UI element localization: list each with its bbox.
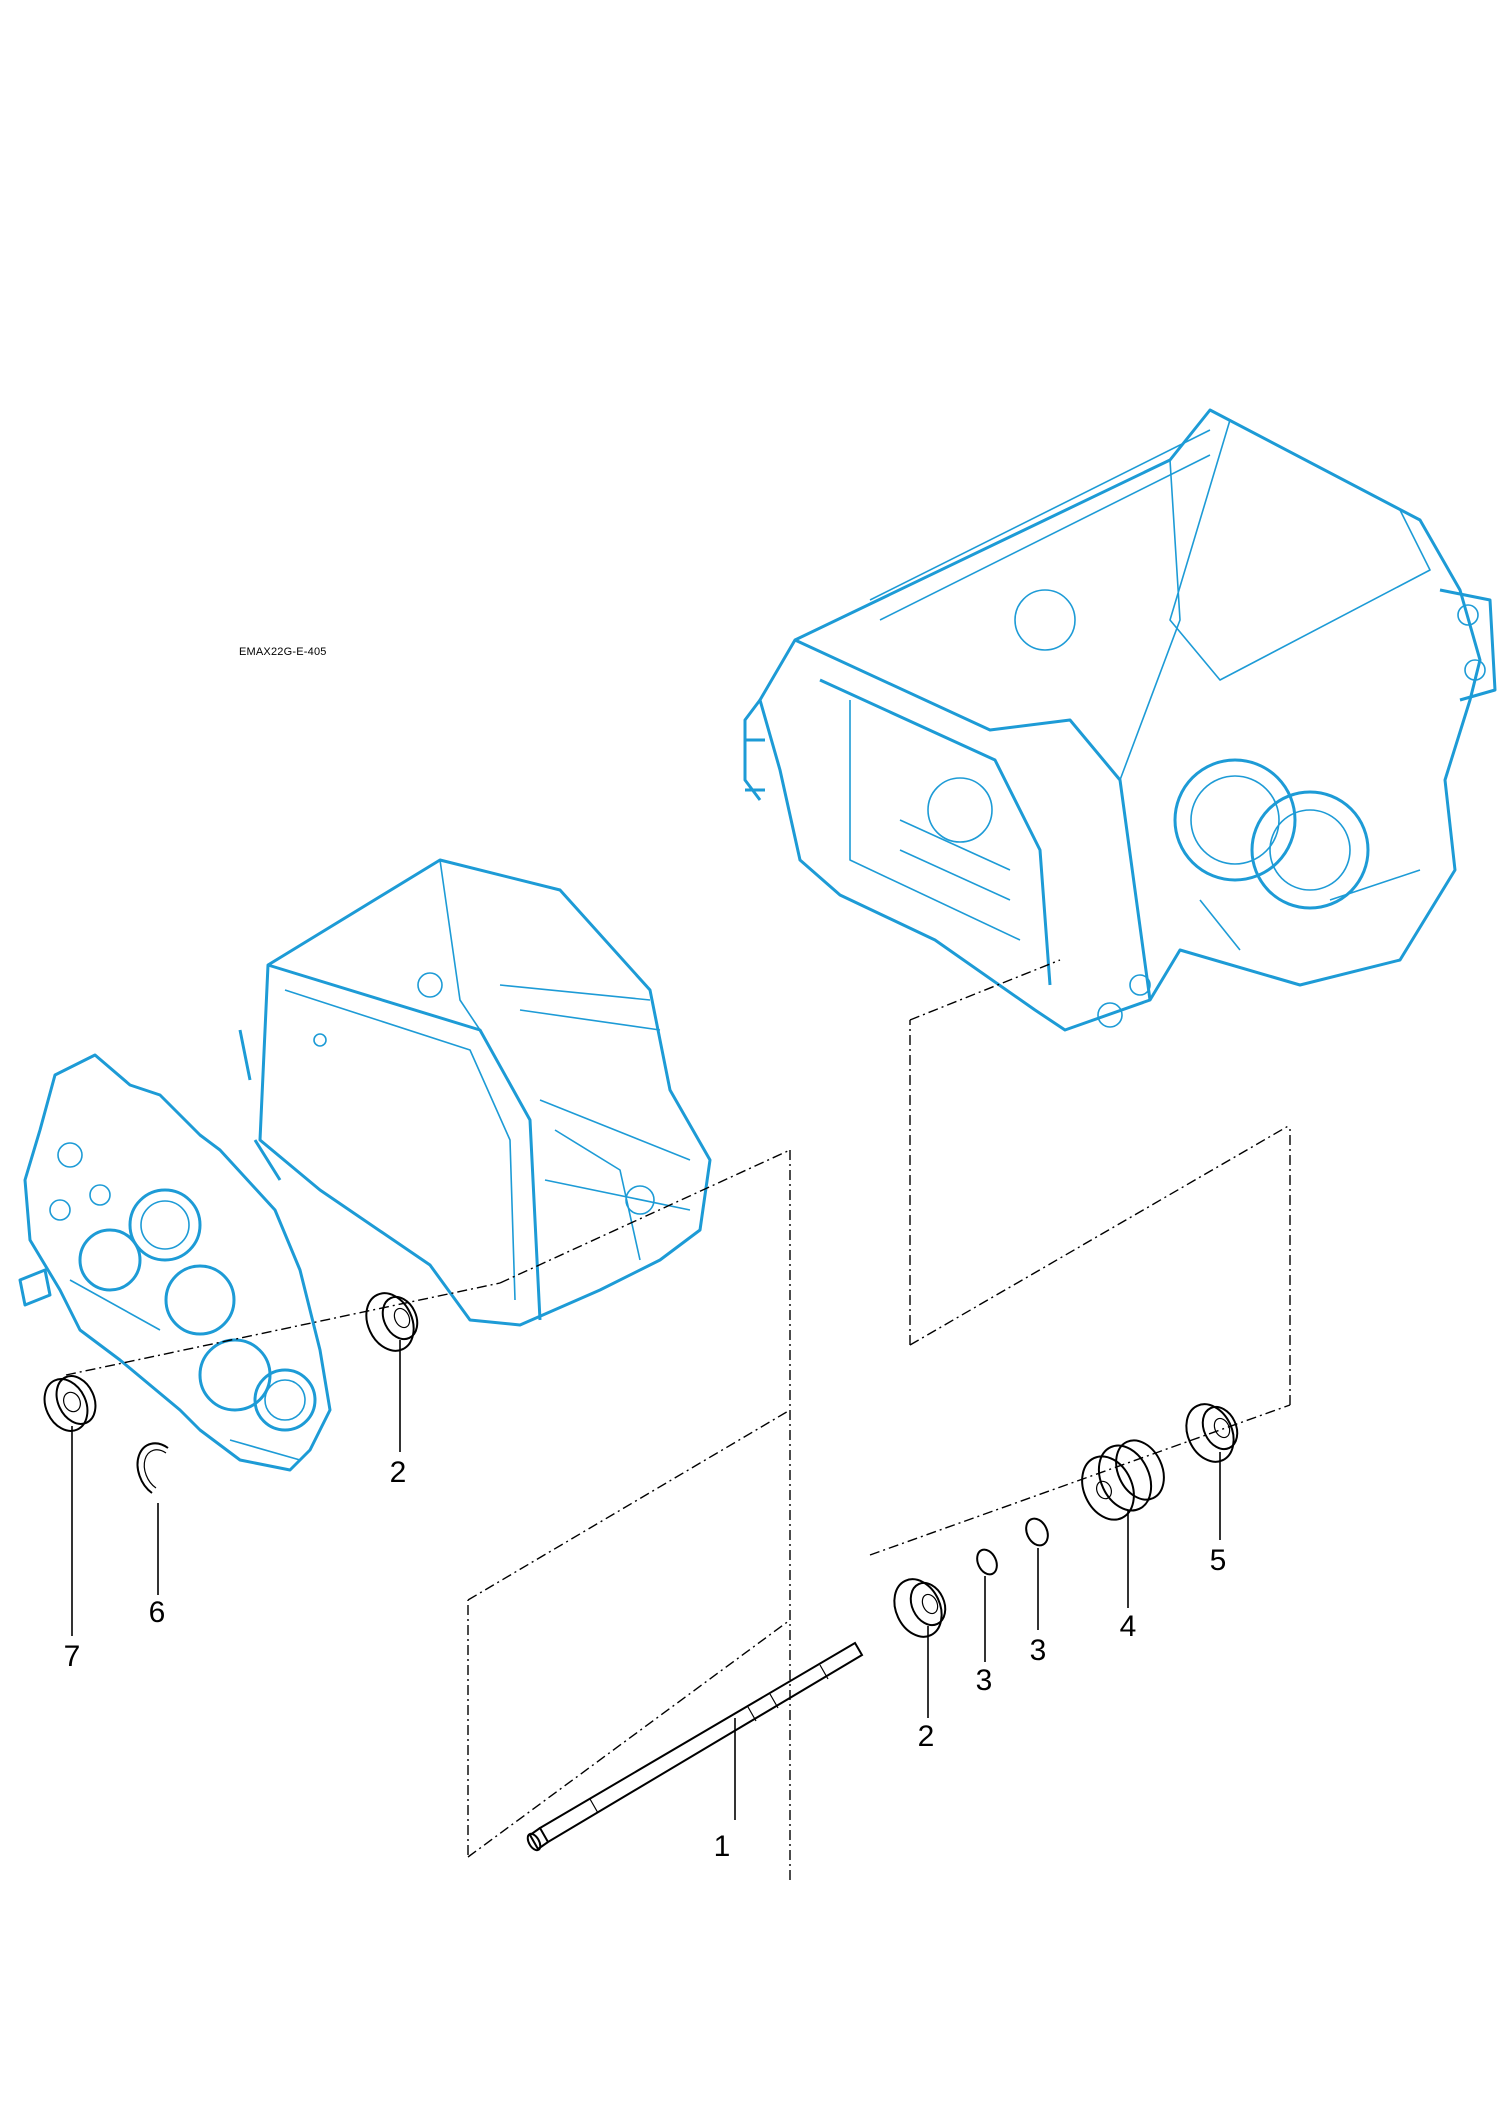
part-2-bearing-upper xyxy=(365,1292,419,1452)
middle-case-housing xyxy=(238,858,712,1327)
part-2-bearing-lower xyxy=(893,1578,947,1718)
callout-part-3-a: 3 xyxy=(975,1664,993,1697)
callout-part-7: 7 xyxy=(63,1640,81,1673)
part-6-circlip xyxy=(136,1442,169,1595)
drawing-reference-code: EMAX22G-E-405 xyxy=(239,646,327,658)
callout-part-4: 4 xyxy=(1119,1610,1137,1643)
callout-part-1: 1 xyxy=(713,1830,731,1863)
callout-part-6: 6 xyxy=(148,1596,166,1629)
part-3-snap-ring-a xyxy=(976,1548,998,1662)
part-4-pulley xyxy=(1081,1439,1165,1608)
part-3-snap-ring-b xyxy=(1025,1517,1049,1630)
part-7-oil-seal xyxy=(43,1375,97,1636)
callout-part-5: 5 xyxy=(1209,1544,1227,1577)
callout-part-2-upper: 2 xyxy=(389,1456,407,1489)
callout-part-2-lower: 2 xyxy=(917,1720,935,1753)
assembly-axis-lines xyxy=(65,959,1291,1880)
main-transmission-housing xyxy=(743,408,1497,1032)
part-5-bearing xyxy=(1185,1403,1239,1540)
callout-part-3-b: 3 xyxy=(1029,1634,1047,1667)
part-1-shaft xyxy=(526,1641,864,1852)
rear-cover xyxy=(18,1053,332,1472)
